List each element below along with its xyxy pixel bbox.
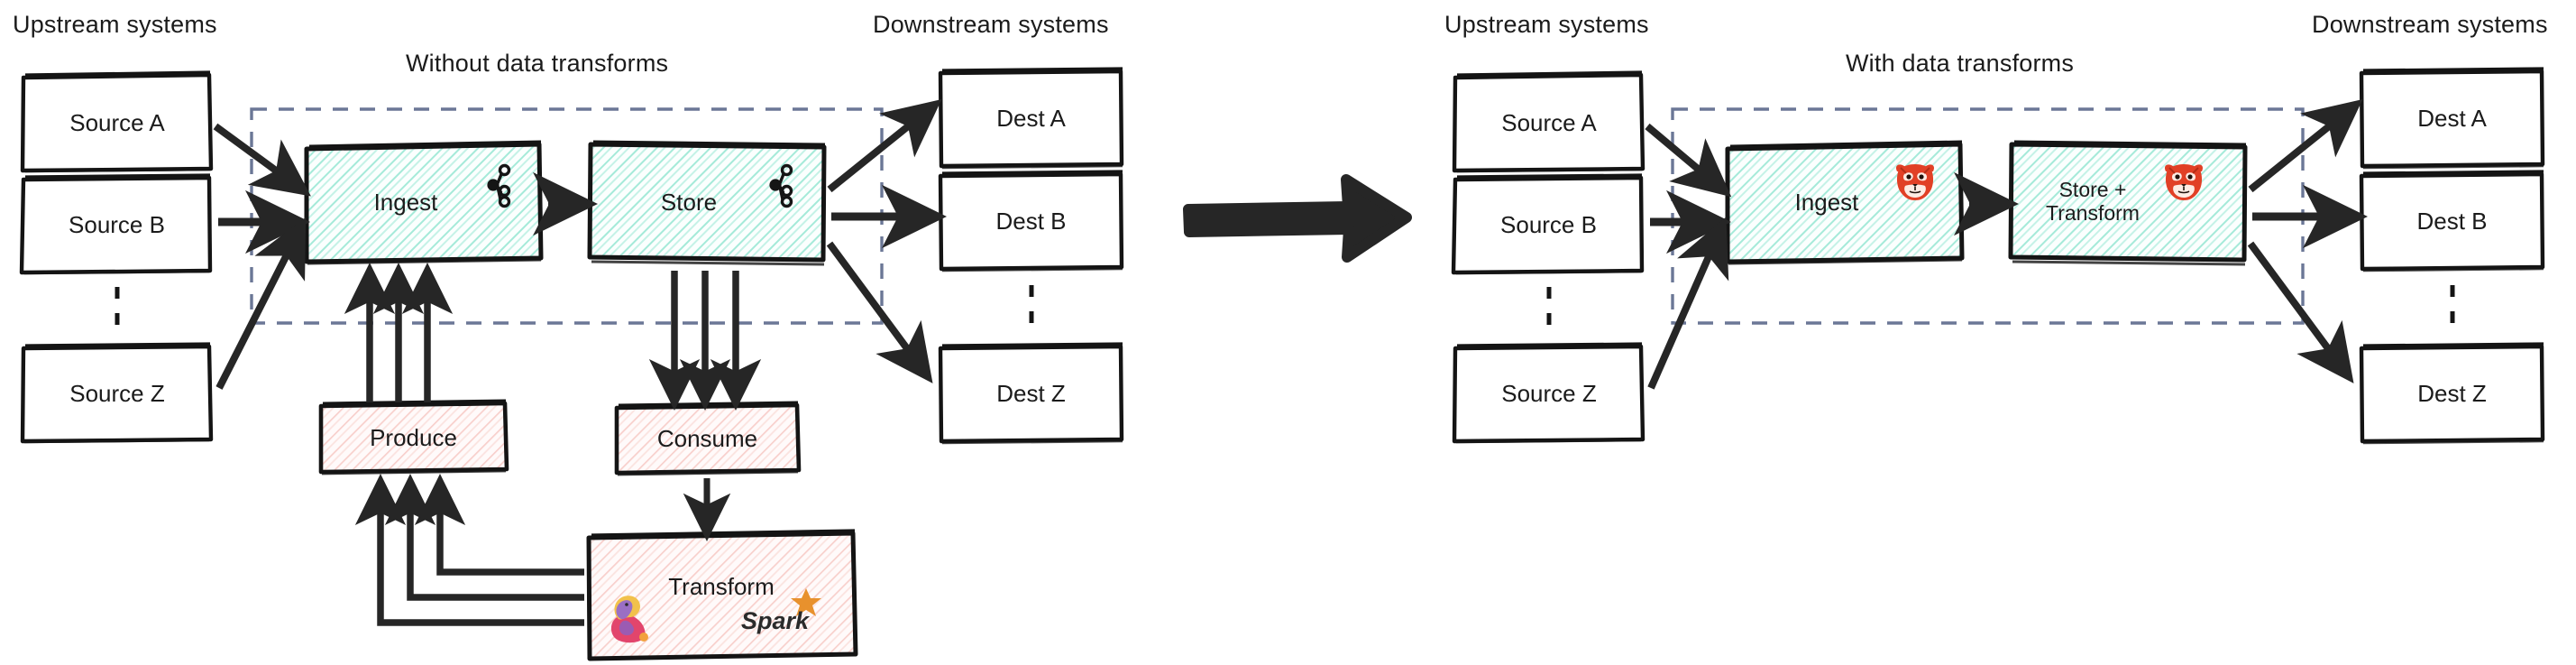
arrow-r-store-to-dest-a	[2248, 98, 2363, 193]
left-section-title: Without data transforms	[406, 50, 669, 77]
transition-arrow	[1183, 174, 1412, 263]
right-upstream-header: Upstream systems	[1444, 11, 1649, 38]
left-downstream-header: Downstream systems	[873, 11, 1109, 38]
left-source-b-box	[19, 173, 213, 275]
arrow-r-store-to-dest-z	[2247, 241, 2354, 383]
right-store-transform-box	[2008, 140, 2248, 266]
arrow-transform-to-produce-3	[414, 474, 584, 576]
left-source-z-box	[20, 342, 214, 444]
right-source-z-box	[1452, 342, 1646, 444]
right-source-b-box	[1451, 173, 1645, 275]
left-consume-box	[614, 401, 802, 476]
arrow-store-to-dest-z	[826, 241, 933, 383]
right-downstream-header: Downstream systems	[2312, 11, 2548, 38]
right-panel-group	[1451, 67, 2545, 445]
redpanda-icon	[2160, 162, 2207, 207]
spark-icon: Spark	[739, 586, 824, 640]
right-dest-z-box	[2359, 342, 2545, 445]
right-dest-a-box	[2359, 67, 2545, 170]
svg-text:Spark: Spark	[741, 607, 811, 634]
left-panel-group	[19, 67, 1124, 661]
right-source-a-box	[1452, 70, 1646, 173]
left-upstream-header: Upstream systems	[13, 11, 217, 38]
left-dest-a-box	[938, 67, 1124, 170]
kafka-icon	[758, 163, 798, 213]
redpanda-icon	[1892, 162, 1939, 207]
left-dest-b-box	[938, 170, 1124, 272]
left-dest-z-box	[938, 342, 1124, 445]
kafka-icon	[476, 163, 516, 213]
arrow-store-to-dest-a	[827, 98, 942, 193]
arrow-r-source-z-to-ingest	[1647, 217, 1729, 390]
arrow-transform-to-produce-1	[354, 474, 584, 626]
left-produce-box	[318, 399, 509, 476]
right-dest-b-box	[2359, 170, 2545, 272]
arrow-transform-to-produce-2	[384, 474, 584, 601]
right-section-title: With data transforms	[1846, 50, 2075, 77]
flink-icon	[602, 591, 662, 648]
arrow-source-z-to-ingest	[215, 217, 307, 390]
arrow-r-source-a-to-ingest	[1645, 123, 1732, 198]
left-source-a-box	[20, 70, 214, 173]
arrow-source-a-to-ingest	[213, 123, 311, 197]
